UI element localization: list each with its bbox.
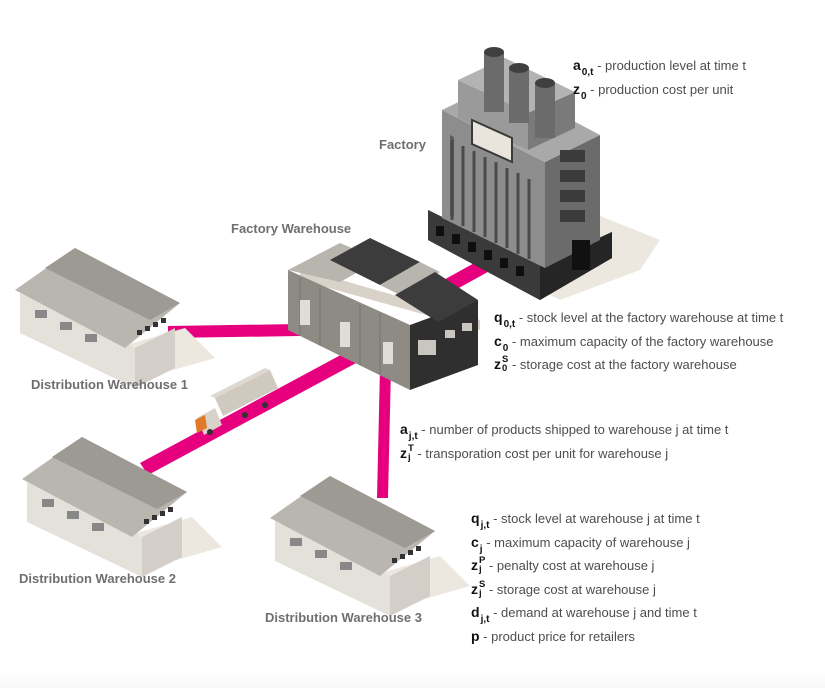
- legend-row: qj,t - stock level at warehouse j at tim…: [471, 507, 700, 531]
- symbol-subscript: 0,t: [503, 319, 516, 330]
- symbol-subscript: j: [479, 543, 483, 555]
- factory-billboard: [471, 118, 513, 164]
- legend-symbol: dj,t: [471, 601, 489, 627]
- symbol-subscript: 0,t: [581, 67, 594, 78]
- legend-description: - number of products shipped to warehous…: [417, 422, 729, 437]
- legend-row: p - product price for retailers: [471, 625, 700, 649]
- legend-symbol: z0: [573, 78, 587, 104]
- symbol-base: c: [471, 533, 479, 550]
- bottom-fade: [0, 672, 825, 688]
- shipping-legend: aj,t - number of products shipped to war…: [400, 418, 728, 465]
- warehouse-legend: qj,t - stock level at warehouse j at tim…: [471, 507, 700, 648]
- legend-row: c0 - maximum capacity of the factory war…: [494, 330, 783, 354]
- symbol-base: z: [471, 580, 478, 597]
- symbol-base: z: [573, 80, 580, 97]
- legend-row: cj - maximum capacity of warehouse j: [471, 531, 700, 555]
- symbol-subscript: j,t: [480, 614, 490, 625]
- distribution-warehouse-2-label: Distribution Warehouse 2: [19, 571, 176, 586]
- factory-warehouse-building: [288, 238, 480, 390]
- symbol-subscript: j: [479, 587, 482, 599]
- factory-warehouse-label: Factory Warehouse: [231, 221, 352, 236]
- legend-description: - storage cost at warehouse j: [485, 581, 656, 597]
- symbol-superscript: S: [502, 354, 509, 366]
- symbol-base: p: [471, 627, 480, 644]
- symbol-subscript: 0: [502, 342, 509, 354]
- legend-description: - production level at time t: [593, 58, 746, 73]
- link-factory-warehouse-to-dw1: [168, 324, 300, 338]
- legend-description: - penalty cost at warehouse j: [485, 558, 655, 573]
- symbol-base: a: [400, 421, 408, 437]
- legend-description: - storage cost at the factory warehouse: [508, 357, 737, 372]
- legend-description: - stock level at warehouse j at time t: [489, 511, 700, 526]
- link-factory-warehouse-to-dw3: [377, 368, 391, 498]
- factory-warehouse-legend: q0,t - stock level at the factory wareho…: [494, 306, 783, 377]
- symbol-superscript: S: [479, 578, 486, 590]
- network-links: [140, 256, 495, 498]
- legend-description: - maximum capacity of warehouse j: [482, 534, 690, 550]
- legend-description: - transporation cost per unit for wareho…: [413, 445, 669, 461]
- distribution-warehouse-1-label: Distribution Warehouse 1: [31, 377, 188, 392]
- legend-symbol: aj,t: [400, 418, 418, 444]
- legend-symbol: a0,t: [573, 54, 593, 80]
- symbol-base: d: [471, 604, 480, 620]
- factory-label: Factory: [379, 137, 426, 152]
- symbol-base: q: [494, 309, 503, 325]
- legend-symbol: qj,t: [471, 507, 489, 533]
- symbol-subscript: j: [479, 564, 482, 576]
- truck-icon: [195, 368, 278, 435]
- symbol-base: a: [573, 57, 581, 73]
- distribution-warehouse-3-label: Distribution Warehouse 3: [265, 610, 422, 625]
- distribution-warehouse-1-building: [15, 248, 215, 388]
- legend-description: - production cost per unit: [586, 81, 734, 97]
- symbol-base: z: [400, 444, 407, 461]
- legend-description: - maximum capacity of the factory wareho…: [508, 333, 774, 349]
- symbol-subscript: 0: [502, 363, 508, 375]
- legend-row: a0,t - production level at time t: [573, 54, 746, 78]
- symbol-superscript: T: [408, 442, 414, 454]
- factory-building: [428, 47, 660, 300]
- symbol-subscript: j: [408, 451, 411, 463]
- legend-symbol: q0,t: [494, 306, 515, 332]
- symbol-subscript: 0: [581, 90, 587, 102]
- symbol-base: q: [471, 510, 480, 526]
- legend-description: - product price for retailers: [479, 628, 635, 644]
- symbol-base: z: [471, 557, 478, 573]
- symbol-subscript: j,t: [480, 520, 490, 531]
- symbol-subscript: j,t: [408, 431, 418, 442]
- distribution-warehouse-3-building: [270, 476, 470, 616]
- legend-symbol: p: [471, 625, 480, 649]
- legend-row: aj,t - number of products shipped to war…: [400, 418, 728, 442]
- symbol-base: z: [494, 356, 501, 372]
- legend-symbol: cj: [471, 531, 483, 557]
- legend-description: - stock level at the factory warehouse a…: [515, 310, 784, 325]
- legend-row: z0 - production cost per unit: [573, 78, 746, 102]
- legend-symbol: c0: [494, 330, 508, 356]
- distribution-warehouse-2-building: [22, 437, 222, 577]
- legend-row: q0,t - stock level at the factory wareho…: [494, 306, 783, 330]
- legend-row: dj,t - demand at warehouse j and time t: [471, 601, 700, 625]
- link-factory-warehouse-to-dw2: [140, 350, 358, 475]
- symbol-base: c: [494, 332, 502, 349]
- symbol-superscript: P: [479, 555, 486, 567]
- legend-description: - demand at warehouse j and time t: [489, 605, 697, 620]
- factory-chimneys: [484, 47, 555, 138]
